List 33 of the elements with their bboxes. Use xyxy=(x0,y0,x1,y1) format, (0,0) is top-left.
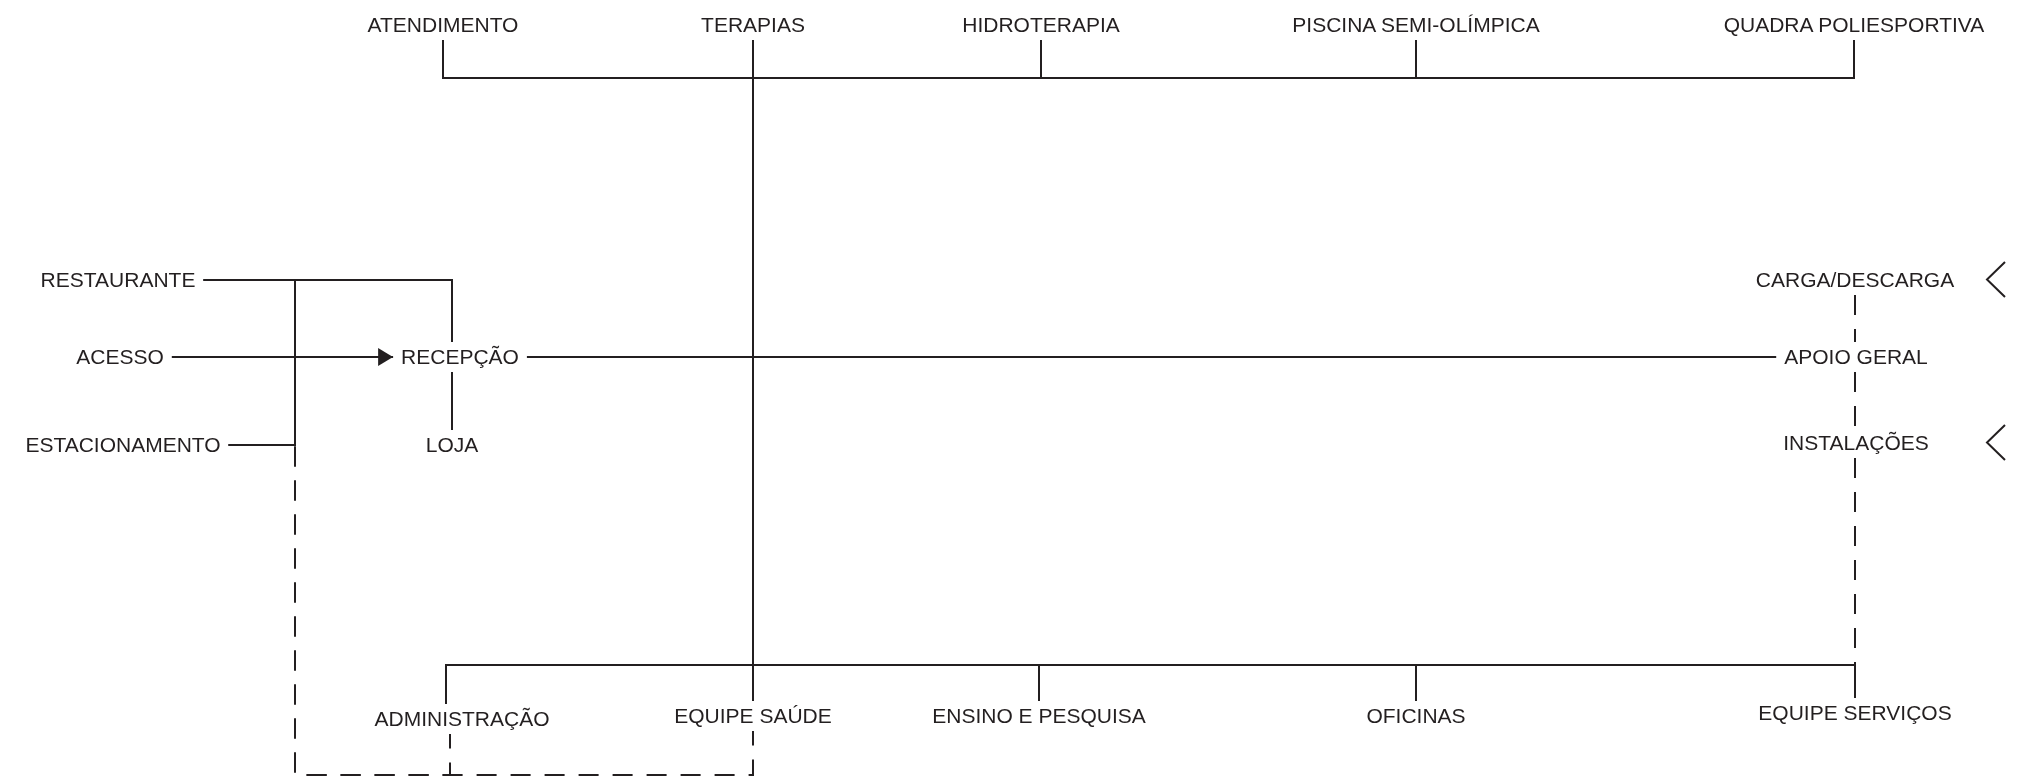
space-label: OFICINAS xyxy=(1358,701,1474,731)
space-label: EQUIPE SERVIÇOS xyxy=(1750,698,1960,728)
dashed-connector xyxy=(1854,457,1856,699)
space-label: QUADRA POLIESPORTIVA xyxy=(1715,10,1993,40)
space-label: LOJA xyxy=(417,430,487,460)
space-label: RECEPÇÃO xyxy=(393,342,527,372)
dashed-connector xyxy=(1854,371,1856,429)
space-label: ATENDIMENTO xyxy=(359,10,527,40)
space-label: INSTALAÇÕES xyxy=(1775,428,1937,458)
space-label: PISCINA SEMI-OLÍMPICA xyxy=(1284,10,1548,40)
space-label: EQUIPE SAÚDE xyxy=(666,701,840,731)
space-label: APOIO GERAL xyxy=(1776,342,1936,372)
connector-line xyxy=(1415,664,1856,702)
connector-line xyxy=(445,664,754,705)
space-label: ESTACIONAMENTO xyxy=(17,430,229,460)
connector-line xyxy=(451,371,453,431)
space-label: RESTAURANTE xyxy=(32,265,204,295)
space-label: HIDROTERAPIA xyxy=(954,10,1128,40)
space-label: ADMINISTRAÇÃO xyxy=(366,704,558,734)
dashed-connector xyxy=(1854,294,1856,343)
space-label: CARGA/DESCARGA xyxy=(1747,265,1963,295)
connector-line xyxy=(1040,39,1417,79)
connector-line xyxy=(1038,664,1417,702)
connector-line xyxy=(752,664,1040,702)
arrow xyxy=(170,348,395,366)
connector-line xyxy=(1415,39,1855,79)
connector-line xyxy=(525,356,1778,358)
dashed-connector xyxy=(227,444,754,776)
connector-line xyxy=(202,279,296,446)
space-label: ENSINO E PESQUISA xyxy=(924,701,1154,731)
space-label: TERAPIAS xyxy=(693,10,813,40)
connector-line xyxy=(442,39,754,79)
space-label: ACESSO xyxy=(68,342,172,372)
